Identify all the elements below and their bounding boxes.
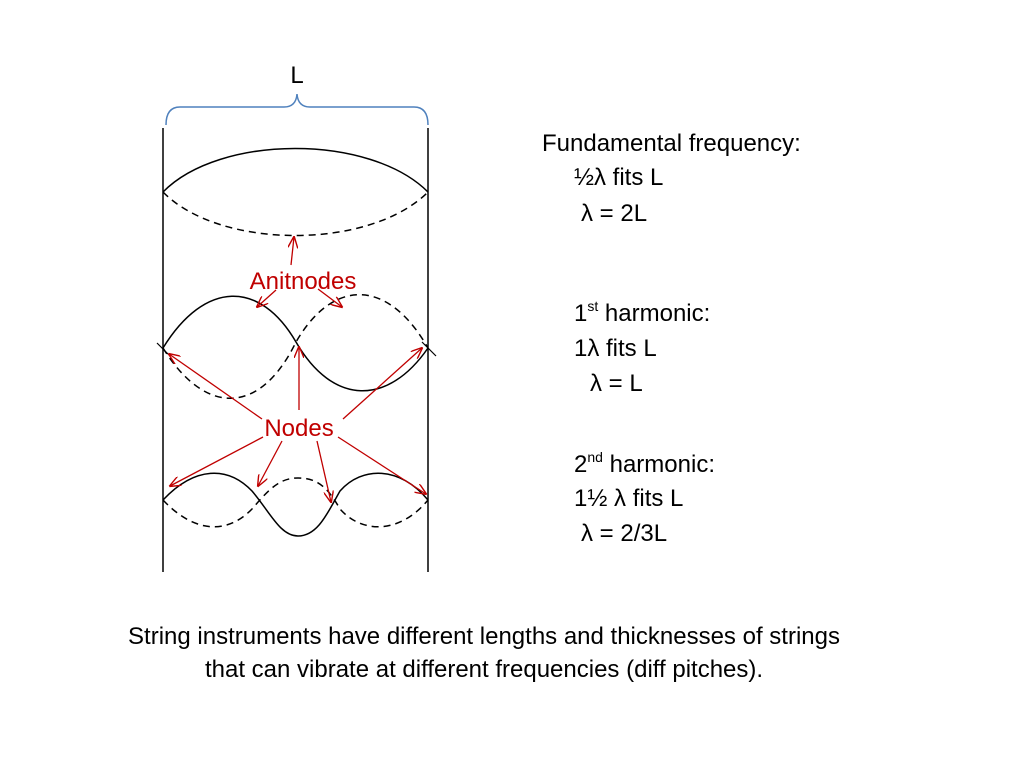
second-harmonic-wavelength-line: λ = 2/3L [581,520,668,547]
length-brace [165,93,429,126]
antinode-arrow-fundamental [291,237,294,266]
second-harmonic-title-text: harmonic: [602,451,715,478]
first-harmonic-number: 1 [574,300,588,327]
first-harmonic-suffix: st [587,298,599,314]
fundamental-fit-line: ½λ fits L [574,164,664,191]
first-harmonic-title: 1st harmonic: [574,298,711,330]
second-harmonic-wave-dashed [162,477,429,528]
fundamental-title: Fundamental frequency: [542,130,801,157]
fundamental-wave-solid [162,147,429,193]
first-harmonic-wavelength-line: λ = L [590,370,643,397]
node-arrow-first-left [169,354,263,420]
first-harmonic-right-node-tick [421,341,437,357]
second-harmonic-number: 2 [574,451,588,478]
caption-line-2: that can vibrate at different frequencie… [204,656,764,683]
caption-line-1: String instruments have different length… [128,623,840,650]
length-label: L [290,62,303,89]
second-harmonic-fit-line: 1½ λ fits L [574,485,684,512]
node-arrow-second-inner-left [258,440,283,486]
node-arrow-second-right [337,436,426,494]
first-harmonic-wave-dashed [162,294,429,399]
second-harmonic-title: 2nd harmonic: [574,449,715,481]
node-arrow-second-inner-right [316,440,331,502]
first-harmonic-title-text: harmonic: [598,300,711,327]
fundamental-wavelength-line: λ = 2L [581,200,648,227]
first-harmonic-fit-line: 1λ fits L [574,335,657,362]
node-arrow-first-right [342,348,422,420]
second-harmonic-suffix: nd [587,449,603,465]
second-harmonic-wave-solid [162,472,429,537]
nodes-label: Nodes [264,415,333,442]
first-harmonic-wave-solid [162,295,429,392]
antinode-arrow-first-right [317,288,342,307]
node-arrow-second-left [170,436,264,486]
antinodes-label: Anitnodes [250,268,357,295]
fundamental-wave-dashed [162,191,429,237]
antinode-arrow-first-left [257,289,277,307]
